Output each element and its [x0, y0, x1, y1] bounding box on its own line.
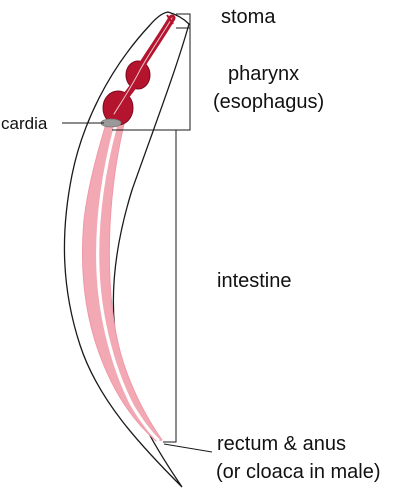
label-intestine: intestine [217, 270, 292, 292]
label-rectum: rectum & anus [217, 433, 346, 455]
stoma-shape [166, 14, 174, 25]
label-esophagus: (esophagus) [213, 91, 324, 113]
body-outline [63, 11, 190, 488]
label-cloaca: (or cloaca in male) [216, 461, 381, 483]
label-pharynx: pharynx [228, 63, 299, 85]
intestine-lumen [96, 126, 160, 442]
intestine-shape [82, 123, 163, 442]
label-stoma: stoma [221, 6, 276, 28]
pharynx-bracket [112, 28, 191, 131]
intestine-bracket [163, 130, 177, 443]
stoma-bracket [176, 13, 191, 29]
rectum-leader [163, 443, 213, 453]
label-cardia: cardia [1, 114, 48, 133]
pharynx-lumen [113, 17, 173, 115]
